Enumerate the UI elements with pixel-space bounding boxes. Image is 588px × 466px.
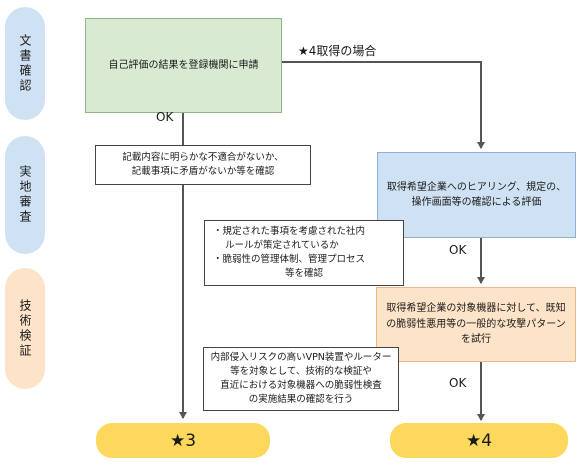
- phase-label: 文書確認: [18, 33, 32, 94]
- hearing-text: 取得希望企業へのヒアリング、規定の、操作画面等の確認による評価: [386, 181, 567, 209]
- callout-line: ・脆弱性の管理体制、管理プロセス: [213, 254, 366, 265]
- phase-document-check: 文書確認: [5, 7, 45, 120]
- hearing-box: 取得希望企業へのヒアリング、規定の、操作画面等の確認による評価: [377, 152, 576, 238]
- callout-line: ルールが策定されているか: [225, 239, 339, 251]
- phase-label: 実地審査: [18, 165, 32, 225]
- callout-line: 記載事項に矛盾がないか等を確認: [131, 166, 275, 177]
- callout-line: 内部侵入リスクの高いVPN装置やルーター等を対象として、技術的な検証や: [210, 351, 392, 377]
- attack-test-box: 取得希望企業の対象機器に対して、既知の脆弱性悪用等の一般的な攻撃パターンを試行: [376, 287, 576, 362]
- self-evaluation-box: 自己評価の結果を登録機関に申請: [85, 18, 282, 113]
- result-star3-text: ★3: [169, 430, 197, 451]
- callout-line: ・規定された事項を考慮された社内: [213, 225, 366, 237]
- result-star3: ★3: [96, 423, 270, 458]
- callout-line: 記載内容に明らかな不適合がないか、: [122, 151, 284, 163]
- callout-line: 等を確認: [284, 268, 323, 280]
- phase-label: 技術検証: [18, 298, 32, 359]
- callout-line: の実施結果の確認を行う: [248, 394, 354, 406]
- phase-onsite-review: 実地審査: [5, 136, 45, 254]
- document-check-callout: 記載内容に明らかな不適合がないか、 記載事項に矛盾がないか等を確認: [95, 145, 311, 185]
- attack-test-text: 取得希望企業の対象機器に対して、既知の脆弱性悪用等の一般的な攻撃パターンを試行: [386, 303, 566, 346]
- ok-label: OK: [449, 243, 467, 257]
- result-star4-text: ★4: [465, 430, 493, 451]
- ok-label: OK: [449, 376, 467, 390]
- ok-label: OK: [156, 110, 174, 124]
- onsite-review-callout: ・規定された事項を考慮された社内 ルールが策定されているか ・脆弱性の管理体制、…: [204, 220, 404, 286]
- arrow-to-hearing: [282, 61, 485, 149]
- callout-line: 直近における対象機器への脆弱性検査: [220, 380, 382, 391]
- self-evaluation-text: 自己評価の結果を登録機関に申請: [108, 59, 259, 71]
- star4-case-label: ★4取得の場合: [298, 44, 377, 58]
- result-star4: ★4: [390, 423, 568, 458]
- phase-technical-verification: 技術検証: [5, 268, 45, 389]
- technical-verification-callout: 内部侵入リスクの高いVPN装置やルーター等を対象として、技術的な検証や 直近にお…: [203, 347, 399, 411]
